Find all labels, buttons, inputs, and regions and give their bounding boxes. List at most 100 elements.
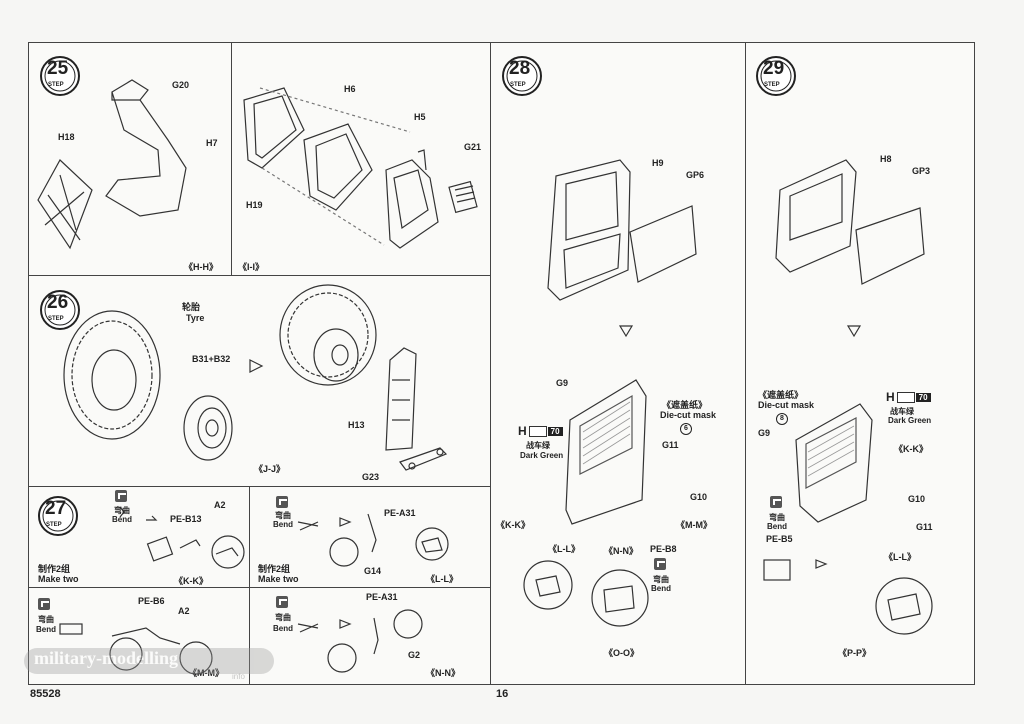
step-badge-25 [40, 56, 80, 96]
detail-circle [211, 535, 245, 569]
arrow-right [249, 359, 264, 373]
view-ref-h-h: 《H-H》 [184, 262, 218, 272]
step-number-28: 28 [509, 58, 531, 79]
arrow-right-2 [339, 517, 352, 527]
bend-detail [119, 506, 158, 521]
make-two: Make two [38, 574, 79, 584]
step-badge-27 [38, 496, 78, 536]
part-label-g11: G11 [662, 440, 679, 450]
mask-number-2: 8 [776, 412, 788, 425]
part-label-a2: A2 [214, 500, 226, 510]
detail-circle-pp [875, 577, 933, 635]
step-word-27: STEP [46, 522, 62, 528]
bend-label-5: Bend [651, 584, 671, 593]
bend-label-4: Bend [273, 624, 293, 633]
part-label-g10: G10 [690, 492, 708, 502]
part-label-pe-b5: PE-B5 [766, 534, 793, 544]
bend-label-cn-5: 弯曲 [653, 575, 669, 584]
step-word-26: STEP [48, 316, 64, 322]
part-label-g2: G2 [408, 650, 421, 660]
paint-name-2: Dark Green [888, 416, 932, 425]
part-h6-box [303, 123, 373, 211]
view-ref-j-j: 《J-J》 [254, 464, 286, 474]
step-word-25: STEP [48, 82, 64, 88]
step-word-28: STEP [510, 82, 526, 88]
panel-n-n [249, 587, 491, 685]
part-label-g14: G14 [364, 566, 382, 576]
step-number-29: 29 [763, 58, 785, 79]
view-ref-l-l-2: 《L-L》 [548, 544, 580, 554]
view-ref-n-n: 《N-N》 [426, 668, 460, 678]
panel-step-27-right [249, 486, 491, 588]
part-label-a2-2: A2 [178, 606, 190, 616]
bend-label-cn-4: 弯曲 [275, 613, 291, 622]
view-ref-l-l-3: 《L-L》 [884, 552, 916, 562]
part-label-gp3: GP3 [912, 166, 931, 176]
mask-label-cn-2: 《遮盖纸》 [758, 390, 804, 400]
mask-label-cn: 《遮盖纸》 [662, 400, 708, 410]
part-label-h18: H18 [58, 132, 75, 142]
part-door-assembled-2 [795, 403, 873, 523]
part-gp6-glass [629, 205, 697, 283]
part-label-h6: H6 [344, 84, 356, 94]
part-label-h8: H8 [880, 154, 892, 164]
bend-icon-2 [276, 496, 288, 508]
part-label-g9-2: G9 [758, 428, 771, 438]
make-two-2: Make two [258, 574, 299, 584]
part-door-assembled [565, 379, 647, 525]
detail-circle-3 [415, 527, 449, 561]
part-label-pe-a31: PE-A31 [384, 508, 416, 518]
part-h7-frame [105, 79, 187, 217]
part-label-pe-b8: PE-B8 [650, 544, 677, 554]
bend-label-cn-2: 弯曲 [275, 511, 291, 520]
part-tyre-left [63, 310, 161, 440]
paint-callout-29: H 70 [886, 390, 931, 404]
mask-label: Die-cut mask [660, 410, 717, 420]
part-small-box [146, 536, 174, 562]
bend-label-3: Bend [36, 625, 56, 634]
part-label-h9: H9 [652, 158, 664, 168]
detail-circle-2 [329, 537, 359, 567]
view-ref-n-n-2: 《N-N》 [604, 546, 638, 556]
bend-icon-6 [770, 496, 782, 508]
make-two-cn: 制作2组 [38, 564, 71, 574]
bend-label-cn: 弯曲 [114, 506, 130, 515]
step-badge-29 [756, 56, 796, 96]
paint-letter-2: H [886, 390, 895, 404]
mask-number-circle: 6 [680, 423, 692, 435]
panel-i-i [231, 42, 491, 276]
panel-m-m [28, 587, 250, 685]
bend-icon [115, 490, 127, 502]
part-label-g11-2: G11 [916, 522, 933, 532]
part-m-rail [111, 627, 181, 645]
watermark-text: military-modelling [34, 648, 178, 668]
part-label-h19: H19 [246, 200, 263, 210]
part-label-b31-b32: B31+B32 [192, 354, 231, 364]
part-label-g21: G21 [464, 142, 482, 152]
kit-code: 85528 [30, 688, 61, 700]
step-number-26: 26 [47, 292, 69, 313]
part-h18-panel [37, 159, 93, 250]
view-ref-k-k: 《K-K》 [174, 576, 208, 586]
arrow-down [618, 325, 634, 338]
panel-step-28 [490, 42, 746, 685]
part-h13-rack [385, 347, 448, 471]
mask-number: 6 [680, 422, 692, 435]
bend-icon-4 [276, 596, 288, 608]
part-h5-door [385, 149, 439, 249]
part-pe-b13 [179, 539, 201, 549]
part-label-h13: H13 [348, 420, 365, 430]
paint-name-cn-2: 战车绿 [890, 407, 914, 416]
part-pe-b5 [763, 559, 791, 581]
view-ref-o-o: 《O-O》 [604, 648, 639, 658]
part-pe-a31 [367, 513, 377, 553]
paint-swatch [528, 425, 547, 437]
paint-swatch-2 [896, 391, 915, 403]
step-badge-26 [40, 290, 80, 330]
part-h8-door-frame [775, 159, 857, 273]
detail-circle-nn [591, 569, 649, 627]
step-badge-28 [502, 56, 542, 96]
part-label-g9: G9 [556, 378, 569, 388]
